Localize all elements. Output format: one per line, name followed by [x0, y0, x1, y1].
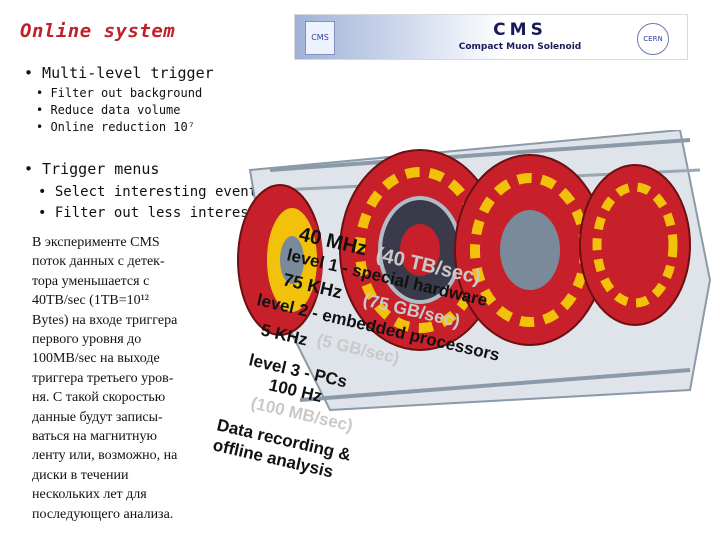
cms-wordmark: CMS — [435, 20, 605, 40]
russian-line: поток данных с детек- — [32, 252, 202, 271]
bullet-reduce-volume: • Reduce data volume — [36, 103, 181, 117]
russian-line: триггера третьего уров- — [32, 369, 202, 388]
russian-line: тора уменьшается с — [32, 272, 202, 291]
russian-line: 100MB/sec на выходе — [32, 349, 202, 368]
cern-logo: CERN — [637, 23, 669, 55]
russian-line: ваться на магнитную — [32, 427, 202, 446]
russian-line: первого уровня до — [32, 330, 202, 349]
russian-line: 40TB/sec (1TB=10¹² — [32, 291, 202, 310]
cms-subtitle: Compact Muon Solenoid — [435, 42, 605, 52]
russian-line: данные будут записы- — [32, 408, 202, 427]
bullet-trigger-menus: • Trigger menus — [24, 160, 159, 178]
russian-line: В эксперименте CMS — [32, 233, 202, 252]
russian-line: последующего анализа. — [32, 505, 202, 524]
cms-detector-illustration: 40 MHz (40 TB/sec) level 1 - special har… — [210, 130, 715, 540]
russian-line: ленту или, возможно, на — [32, 446, 202, 465]
russian-line: ня. С такой скоростью — [32, 388, 202, 407]
russian-paragraph: В эксперименте CMS поток данных с детек-… — [32, 233, 202, 524]
russian-line: диски в течении — [32, 466, 202, 485]
cms-logo: CMS — [305, 21, 335, 55]
bullet-filter-background: • Filter out background — [36, 86, 202, 100]
russian-line: Bytes) на входе триггера — [32, 311, 202, 330]
russian-line: нескольких лет для — [32, 485, 202, 504]
bullet-multi-level-trigger: • Multi-level trigger — [24, 64, 214, 82]
bullet-online-reduction: • Online reduction 10⁷ — [36, 120, 195, 134]
page-title: Online system — [20, 20, 175, 42]
cms-banner: CMS CMS Compact Muon Solenoid CERN — [294, 14, 688, 60]
